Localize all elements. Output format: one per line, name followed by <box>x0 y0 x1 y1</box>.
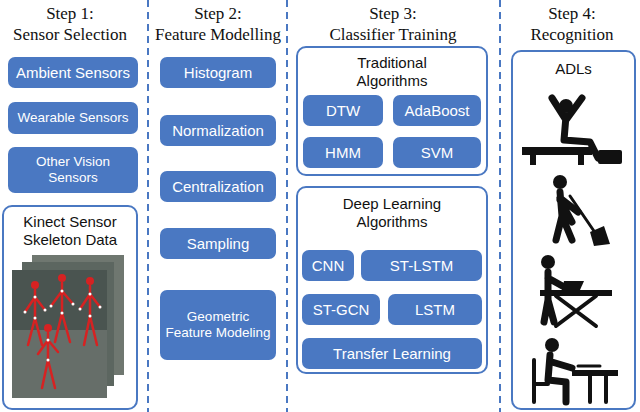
process-box: Ambient Sensors <box>8 57 138 88</box>
step-heading: Step 1: <box>46 4 94 24</box>
process-box: HMM <box>303 137 383 168</box>
box-label: ST-GCN <box>310 301 373 319</box>
box-label: DTW <box>323 102 363 120</box>
process-box: Histogram <box>160 57 276 88</box>
process-box: Geometric Feature Modeling <box>160 290 276 360</box>
adl-icons <box>522 98 622 402</box>
process-box: DTW <box>303 95 383 126</box>
box-label: CNN <box>309 257 348 275</box>
group-title: ADLs <box>519 60 629 78</box>
process-box: CNN <box>302 250 354 281</box>
group-box: Kinect Sensor Skeleton Data <box>2 205 138 410</box>
box-label: AdaBoost <box>401 102 472 120</box>
column-dividers <box>148 0 500 412</box>
box-label: HMM <box>322 144 364 162</box>
group-title: Deep Learning Algorithms <box>332 195 452 231</box>
process-box: Centralization <box>160 171 276 202</box>
step-heading: Classifier Training <box>329 25 456 45</box>
group-box: ADLs <box>511 50 636 410</box>
process-box: Transfer Learning <box>302 338 482 369</box>
process-box: Sampling <box>160 228 276 259</box>
process-box: SVM <box>393 137 481 168</box>
process-box: Wearable Sensors <box>8 102 138 134</box>
group-box: Traditional AlgorithmsDTW AdaBoostHMM SVM <box>296 46 488 176</box>
process-box: LSTM <box>388 294 482 325</box>
process-box: ST-LSTM <box>361 250 482 281</box>
box-label: Ambient Sensors <box>13 64 133 82</box>
box-label: LSTM <box>412 301 458 319</box>
box-label: SVM <box>418 144 457 162</box>
box-label: ST-LSTM <box>387 257 456 275</box>
box-label: Sampling <box>184 235 253 253</box>
process-box: Normalization <box>160 115 276 146</box>
box-label: Centralization <box>169 178 267 196</box>
step-heading: Recognition <box>530 25 613 45</box>
step-heading: Step 4: <box>548 4 596 24</box>
skeleton-picture <box>12 255 124 398</box>
process-box: AdaBoost <box>393 95 481 126</box>
step-heading: Step 2: <box>194 4 242 24</box>
box-label: Transfer Learning <box>330 345 454 363</box>
box-label: Geometric Feature Modeling <box>160 309 276 341</box>
step-heading: Feature Modelling <box>155 25 281 45</box>
box-label: Histogram <box>181 64 255 82</box>
step-heading: Step 3: <box>369 4 417 24</box>
box-label: Other Vision Sensors <box>8 154 138 186</box>
step-heading: Sensor Selection <box>13 25 127 45</box>
box-label: Wearable Sensors <box>15 110 132 126</box>
process-box: ST-GCN <box>302 294 380 325</box>
process-box: Other Vision Sensors <box>8 147 138 193</box>
group-title: Traditional Algorithms <box>337 54 447 90</box>
box-label: Normalization <box>169 122 267 140</box>
group-box: Deep Learning AlgorithmsCNN ST-LSTM ST-GCN… <box>296 186 488 374</box>
group-title: Kinect Sensor Skeleton Data <box>14 213 126 249</box>
